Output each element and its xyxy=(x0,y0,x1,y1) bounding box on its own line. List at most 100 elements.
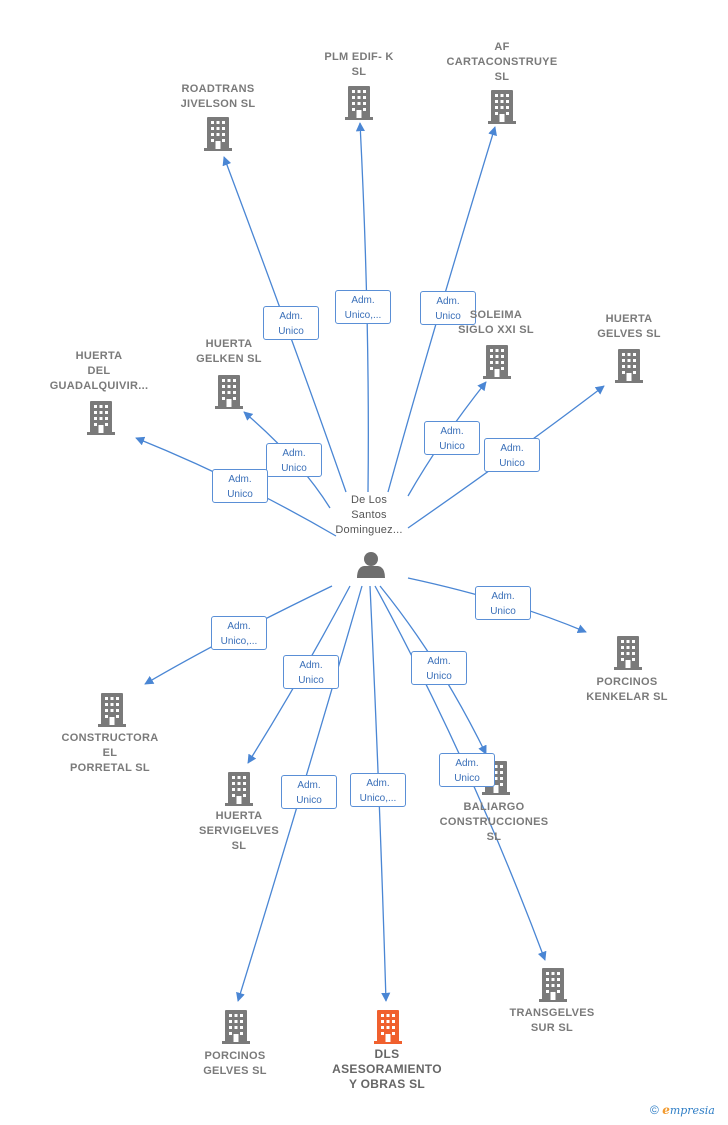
company-label-line: HUERTA xyxy=(215,810,263,822)
edge-label-line: Adm. xyxy=(427,656,451,667)
company-label-line: SOLEIMA xyxy=(469,309,523,321)
person-icon[interactable] xyxy=(357,552,385,578)
company-label-line: DLS xyxy=(374,1047,400,1061)
edge-label-line: Adm. xyxy=(500,443,524,454)
edge-label-line: Unico xyxy=(281,463,307,474)
company-label-line: SERVIGELVES xyxy=(199,825,279,837)
edge-label-line: Adm. xyxy=(440,426,464,437)
edge-label-line: Unico xyxy=(439,441,465,452)
company-label-huerta_gelves[interactable]: HUERTA GELVES SL xyxy=(559,312,699,342)
edge-label-soleima[interactable]: Adm. Unico xyxy=(424,421,480,455)
company-label-line: EL xyxy=(102,747,118,759)
company-label-line: HUERTA xyxy=(205,338,253,350)
edge-label-line: Unico xyxy=(296,795,322,806)
company-label-line: PORCINOS xyxy=(204,1050,266,1062)
company-label-line: PORRETAL SL xyxy=(70,762,150,774)
building-icon[interactable] xyxy=(204,117,232,151)
company-label-line: ASESORAMIENTO xyxy=(332,1062,442,1076)
company-label-constructora_porretal[interactable]: CONSTRUCTORA EL PORRETAL SL xyxy=(40,731,180,776)
edge-label-huerta_servigelves[interactable]: Adm.Unico xyxy=(283,655,339,689)
company-label-line: KENKELAR SL xyxy=(586,691,668,703)
edge-label-line: Unico xyxy=(426,671,452,682)
company-label-line: JIVELSON SL xyxy=(180,98,256,110)
copyright-footer: © empresia xyxy=(650,1103,715,1117)
building-icon[interactable] xyxy=(215,375,243,409)
company-label-porcinos_kenkelar[interactable]: PORCINOS KENKELAR SL xyxy=(557,675,697,705)
company-label-line: BALIARGO xyxy=(463,801,525,813)
edge-label-line: Adm. xyxy=(279,311,303,322)
edge-label-line: Unico xyxy=(435,311,461,322)
edge-label-line: Unico xyxy=(499,458,525,469)
edge-label-line: Adm. xyxy=(491,591,515,602)
building-icon[interactable] xyxy=(87,401,115,435)
edge-label-line: Unico xyxy=(454,773,480,784)
company-label-line: CONSTRUCTORA xyxy=(61,732,159,744)
edge-label-line: Unico xyxy=(490,606,516,617)
company-label-porcinos_gelves[interactable]: PORCINOS GELVES SL xyxy=(165,1049,305,1079)
edge-label-transgelves[interactable]: Adm. Unico xyxy=(439,753,495,787)
company-label-line: CARTACONSTRUYE xyxy=(446,56,558,68)
company-label-line: HUERTA xyxy=(75,350,123,362)
company-label-huerta_gelken[interactable]: HUERTA GELKEN SL xyxy=(159,337,299,367)
edge-label-af[interactable]: Adm. Unico xyxy=(420,291,476,325)
building-icon[interactable] xyxy=(374,1010,402,1044)
center-label-line: De Los xyxy=(350,494,388,506)
building-icon[interactable] xyxy=(488,90,516,124)
building-icon[interactable] xyxy=(98,693,126,727)
building-icon[interactable] xyxy=(615,349,643,383)
company-label-line: GELVES SL xyxy=(597,328,661,340)
company-label-af[interactable]: AF CARTACONSTRUYE SL xyxy=(432,40,572,85)
edge-roadtrans xyxy=(222,156,347,493)
company-label-baliargo[interactable]: BALIARGO CONSTRUCCIONES SL xyxy=(424,800,564,845)
company-label-line: SL xyxy=(494,71,510,83)
edge-label-plm[interactable]: Adm. Unico,... xyxy=(335,290,391,324)
company-label-line: CONSTRUCCIONES xyxy=(439,816,549,828)
building-icon[interactable] xyxy=(345,86,373,120)
edge-label-line: Unico,... xyxy=(344,310,382,321)
edge-label-porcinos_kenkelar[interactable]: Adm. Unico xyxy=(475,586,531,620)
edge-label-huerta_guadalquivir[interactable]: Adm. Unico xyxy=(212,469,268,503)
edge-label-porcinos_gelves[interactable]: Adm.Unico xyxy=(281,775,337,809)
edge-label-roadtrans[interactable]: Adm. Unico xyxy=(263,306,319,340)
edge-label-dls[interactable]: Adm.Unico,... xyxy=(350,773,406,807)
edge-label-line: Adm. xyxy=(282,448,306,459)
building-icon[interactable] xyxy=(614,636,642,670)
company-label-line: AF xyxy=(494,41,510,53)
edge-label-line: Unico xyxy=(278,326,304,337)
center-person-label[interactable]: De Los Santos Dominguez... xyxy=(314,493,424,538)
edge-label-line: Adm. xyxy=(299,660,323,671)
company-label-line: SUR SL xyxy=(530,1022,574,1034)
company-label-line: HUERTA xyxy=(605,313,653,325)
building-icon[interactable] xyxy=(222,1010,250,1044)
building-icon[interactable] xyxy=(539,968,567,1002)
brand-name: mpresia xyxy=(669,1104,715,1117)
building-icon[interactable] xyxy=(483,345,511,379)
edge-label-line: Adm. xyxy=(228,474,252,485)
edge-label-huerta_gelves[interactable]: Adm. Unico xyxy=(484,438,540,472)
company-label-line: SL xyxy=(486,831,502,843)
building-icon[interactable] xyxy=(225,772,253,806)
edge-label-line: Unico,... xyxy=(359,793,397,804)
edge-label-huerta_gelken[interactable]: Adm. Unico xyxy=(266,443,322,477)
company-label-line: PLM EDIF- K xyxy=(324,51,394,63)
center-label-line: Dominguez... xyxy=(335,524,403,536)
edge-label-line: Adm. xyxy=(351,295,375,306)
company-label-line: Y OBRAS SL xyxy=(348,1077,426,1091)
company-label-line: GELVES SL xyxy=(203,1065,267,1077)
edge-label-constructora_porretal[interactable]: Adm.Unico,... xyxy=(211,616,267,650)
edge-label-baliargo[interactable]: Adm. Unico xyxy=(411,651,467,685)
edge-label-line: Unico xyxy=(227,489,253,500)
edge-label-line: Adm. xyxy=(455,758,479,769)
company-label-line: PORCINOS xyxy=(596,676,658,688)
company-label-line: GELKEN SL xyxy=(196,353,262,365)
center-label-line: Santos xyxy=(351,509,387,521)
brand-logo-e: e xyxy=(662,1103,670,1117)
edge-label-line: Adm. xyxy=(436,296,460,307)
